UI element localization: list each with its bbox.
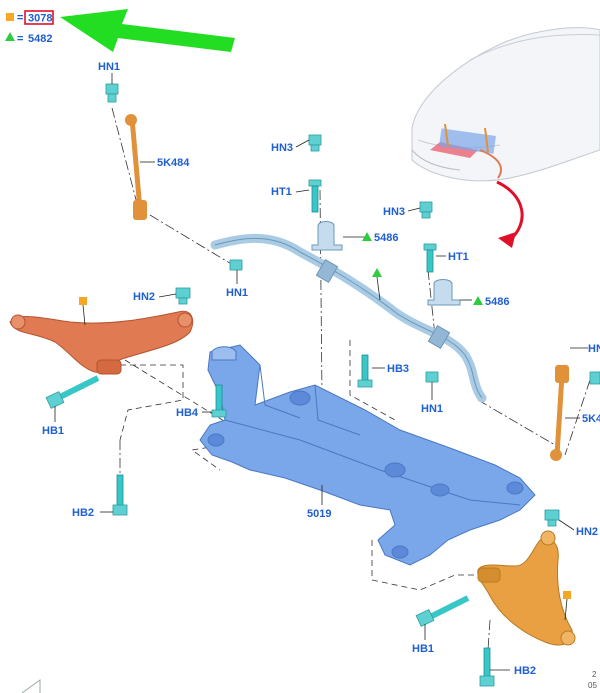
label-ht1-top[interactable]: HT1 — [271, 186, 292, 198]
bolt-ht1-right[interactable] — [423, 243, 437, 273]
label-5486-left[interactable]: 5486 — [374, 232, 398, 244]
legend-equals-1: = — [17, 12, 23, 24]
label-5k484[interactable]: 5K484 — [157, 157, 190, 169]
red-arrow-head — [498, 232, 516, 248]
bolt-hb2-right[interactable] — [479, 647, 495, 687]
bolt-hb2-left[interactable] — [112, 474, 128, 516]
red-curved-arrow — [496, 180, 524, 242]
label-hb1-left[interactable]: HB1 — [42, 425, 64, 437]
label-hb1-right[interactable]: HB1 — [412, 643, 434, 655]
label-hb2-left[interactable]: HB2 — [72, 507, 94, 519]
stabilizer-link-left[interactable] — [125, 114, 147, 220]
bolt-hb1-left[interactable] — [45, 375, 100, 409]
nut-hn2-left[interactable] — [175, 287, 191, 305]
label-hn1-bar[interactable]: HN1 — [226, 287, 248, 299]
green-pointer-arrow — [60, 9, 235, 52]
nut-hn3-top[interactable] — [308, 134, 322, 152]
bushing-left-triangle — [362, 232, 372, 241]
stabilizer-link-right[interactable] — [550, 365, 569, 461]
part-square-marker-right — [563, 591, 571, 599]
label-5k4-right[interactable]: 5K4 — [582, 413, 600, 425]
label-5486-right[interactable]: 5486 — [485, 296, 509, 308]
bushing-left[interactable] — [311, 221, 343, 251]
label-hn3-top[interactable]: HN3 — [271, 142, 293, 154]
bushing-right-triangle — [473, 296, 483, 305]
corner-ref-1: 2 — [592, 670, 597, 679]
legend-triangle-value[interactable]: 5482 — [28, 33, 52, 45]
bar-triangle-marker — [372, 268, 382, 277]
label-hn1-top[interactable]: HN1 — [98, 61, 120, 73]
bolt-ht1-top[interactable] — [308, 179, 322, 213]
legend-square-marker — [6, 13, 14, 21]
label-hn-right-edge[interactable]: HN — [588, 343, 600, 355]
legend-highlight-box — [24, 10, 54, 25]
nut-hn3-right[interactable] — [419, 201, 433, 219]
label-hn2-left[interactable]: HN2 — [133, 291, 155, 303]
bolt-hb1-right[interactable] — [415, 595, 470, 627]
corner-ref-2: 05 — [588, 681, 597, 690]
lower-control-arm-right[interactable] — [477, 530, 576, 646]
label-hn2-right[interactable]: HN2 — [576, 526, 598, 538]
label-hb3[interactable]: HB3 — [387, 363, 409, 375]
label-hn1-right[interactable]: HN1 — [421, 403, 443, 415]
corner-glyph — [21, 679, 41, 693]
bolt-hb4[interactable] — [211, 384, 227, 418]
nut-hn1-bar[interactable] — [229, 259, 243, 271]
part-square-marker-left — [79, 297, 87, 305]
nut-hn1-top[interactable] — [105, 83, 119, 103]
bolt-hb3[interactable] — [357, 354, 373, 388]
subframe[interactable] — [199, 344, 536, 566]
label-ht1-right[interactable]: HT1 — [448, 251, 469, 263]
nut-hn-right-edge[interactable] — [589, 371, 600, 385]
label-hb4[interactable]: HB4 — [176, 407, 199, 419]
legend-square-value[interactable]: 3078 — [28, 13, 52, 25]
vehicle-inset — [411, 27, 600, 182]
stabilizer-bar[interactable] — [210, 233, 487, 403]
bushing-right[interactable] — [427, 279, 461, 306]
legend-equals-2: = — [17, 33, 23, 45]
label-hb2-right[interactable]: HB2 — [514, 665, 536, 677]
label-5019[interactable]: 5019 — [307, 508, 331, 520]
legend-triangle-marker — [5, 32, 15, 41]
lower-control-arm-left[interactable] — [9, 310, 194, 375]
label-hn3-right[interactable]: HN3 — [383, 206, 405, 218]
nut-hn2-right[interactable] — [544, 509, 560, 527]
nut-hn1-right[interactable] — [425, 371, 439, 383]
